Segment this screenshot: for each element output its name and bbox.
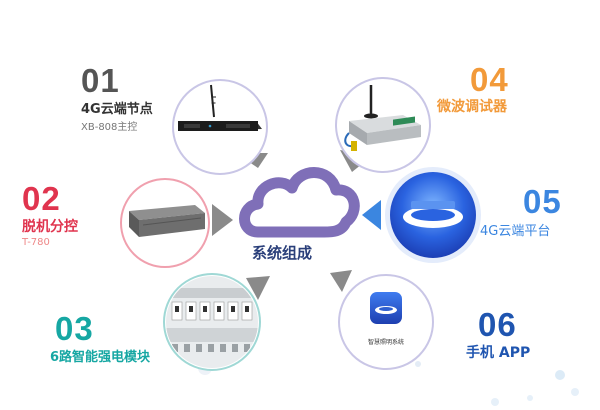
device-circle-04 (335, 77, 431, 173)
arrow-06 (330, 270, 352, 292)
item-02-title: 脱机分控 (22, 219, 78, 235)
item-04-title: 微波调试器 (437, 99, 507, 115)
item-05-title: 4G云端平台 (480, 224, 551, 239)
device-circle-06 (338, 274, 434, 370)
item-05-number: 05 (523, 183, 562, 220)
cloud-icon (239, 167, 360, 238)
arrow-03 (246, 276, 270, 300)
item-01-number: 01 (81, 62, 120, 99)
arrow-02 (212, 204, 233, 236)
center-label: 系统组成 (252, 244, 313, 262)
item-06-title: 手机 APP (466, 345, 531, 361)
device-circle-05 (385, 167, 481, 263)
item-02-number: 02 (22, 180, 61, 217)
item-04-number: 04 (470, 61, 509, 98)
item-02-subtitle: T-780 (22, 237, 50, 248)
arrow-05 (362, 200, 381, 230)
item-03-title: 6路智能强电模块 (50, 350, 151, 365)
device-circle-01 (172, 79, 268, 175)
device-circle-03 (163, 273, 261, 371)
phone-app-caption: 智慧照明系统 (367, 339, 404, 346)
item-01-subtitle: XB-808主控 (81, 122, 138, 133)
item-03-number: 03 (55, 310, 94, 347)
device-circle-02 (120, 178, 210, 268)
item-01-title: 4G云端节点 (81, 102, 153, 117)
item-06-number: 06 (478, 306, 517, 343)
